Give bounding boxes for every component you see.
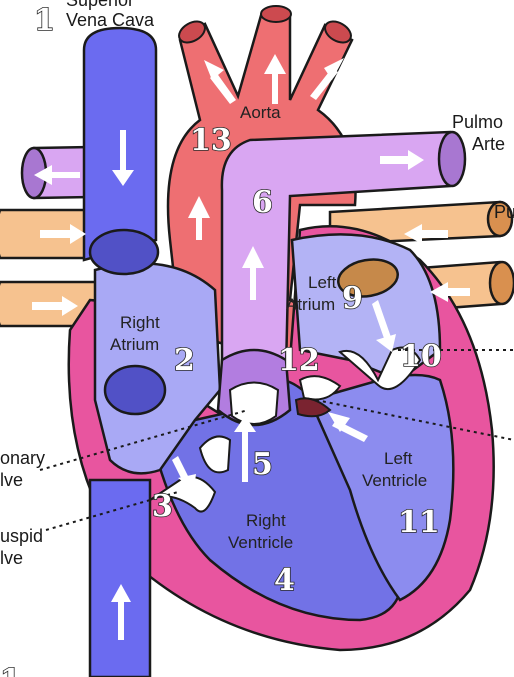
left-atrium-label-1: Left xyxy=(308,273,337,292)
step-number-2: 2 xyxy=(174,343,195,378)
step-number-1: 1 xyxy=(34,3,55,38)
tricuspid-valve-label-1: uspid xyxy=(0,526,43,546)
flow-arrows xyxy=(32,54,470,640)
superior-vena-cava-label-1: Superior xyxy=(66,0,134,10)
step-number-9: 9 xyxy=(342,281,363,316)
step-number-12: 12 xyxy=(278,343,320,378)
pulmonary-vein-label: Pu xyxy=(494,202,514,222)
right-atrium-label-1: Right xyxy=(120,313,160,332)
step-number-10: 10 xyxy=(400,339,442,374)
right-ventricle-label-2: Ventricle xyxy=(228,533,293,552)
tricuspid-valve-label-2: lve xyxy=(0,548,23,568)
pulmonary-artery-label-2: Arte xyxy=(472,134,505,154)
step-number-5: 5 xyxy=(252,447,273,482)
pulmonary-valve xyxy=(216,348,292,427)
step-numbers: 1 2 3 4 5 6 9 10 11 12 13 1 xyxy=(0,2,443,677)
step-number-4: 4 xyxy=(274,563,295,598)
step-number-11: 11 xyxy=(398,505,440,540)
superior-vena-cava-label-2: Vena Cava xyxy=(66,10,155,30)
step-number-13: 13 xyxy=(190,123,232,158)
step-number-1-bottom: 1 xyxy=(0,663,21,677)
leader-lines xyxy=(39,349,514,531)
pulmonary-valve-label-1: onary xyxy=(0,448,45,468)
left-ventricle-label-1: Left xyxy=(384,449,413,468)
pulmonary-valve-label-2: lve xyxy=(0,470,23,490)
right-ventricle-label-1: Right xyxy=(246,511,286,530)
step-number-6: 6 xyxy=(252,185,273,220)
inferior-vena-cava xyxy=(88,364,167,677)
left-atrium-chamber xyxy=(290,233,442,382)
right-atrium-label-2: Atrium xyxy=(110,335,159,354)
aorta-label: Aorta xyxy=(240,103,281,122)
valve-leaflets xyxy=(149,346,422,513)
labels: Superior Vena Cava Aorta Pulmo Arte Pu R… xyxy=(0,0,514,568)
left-ventricle-label-2: Ventricle xyxy=(362,471,427,490)
pulmonary-artery-label-1: Pulmo xyxy=(452,112,503,132)
left-atrium-label-2: Atrium xyxy=(286,295,335,314)
step-number-3: 3 xyxy=(152,489,173,524)
